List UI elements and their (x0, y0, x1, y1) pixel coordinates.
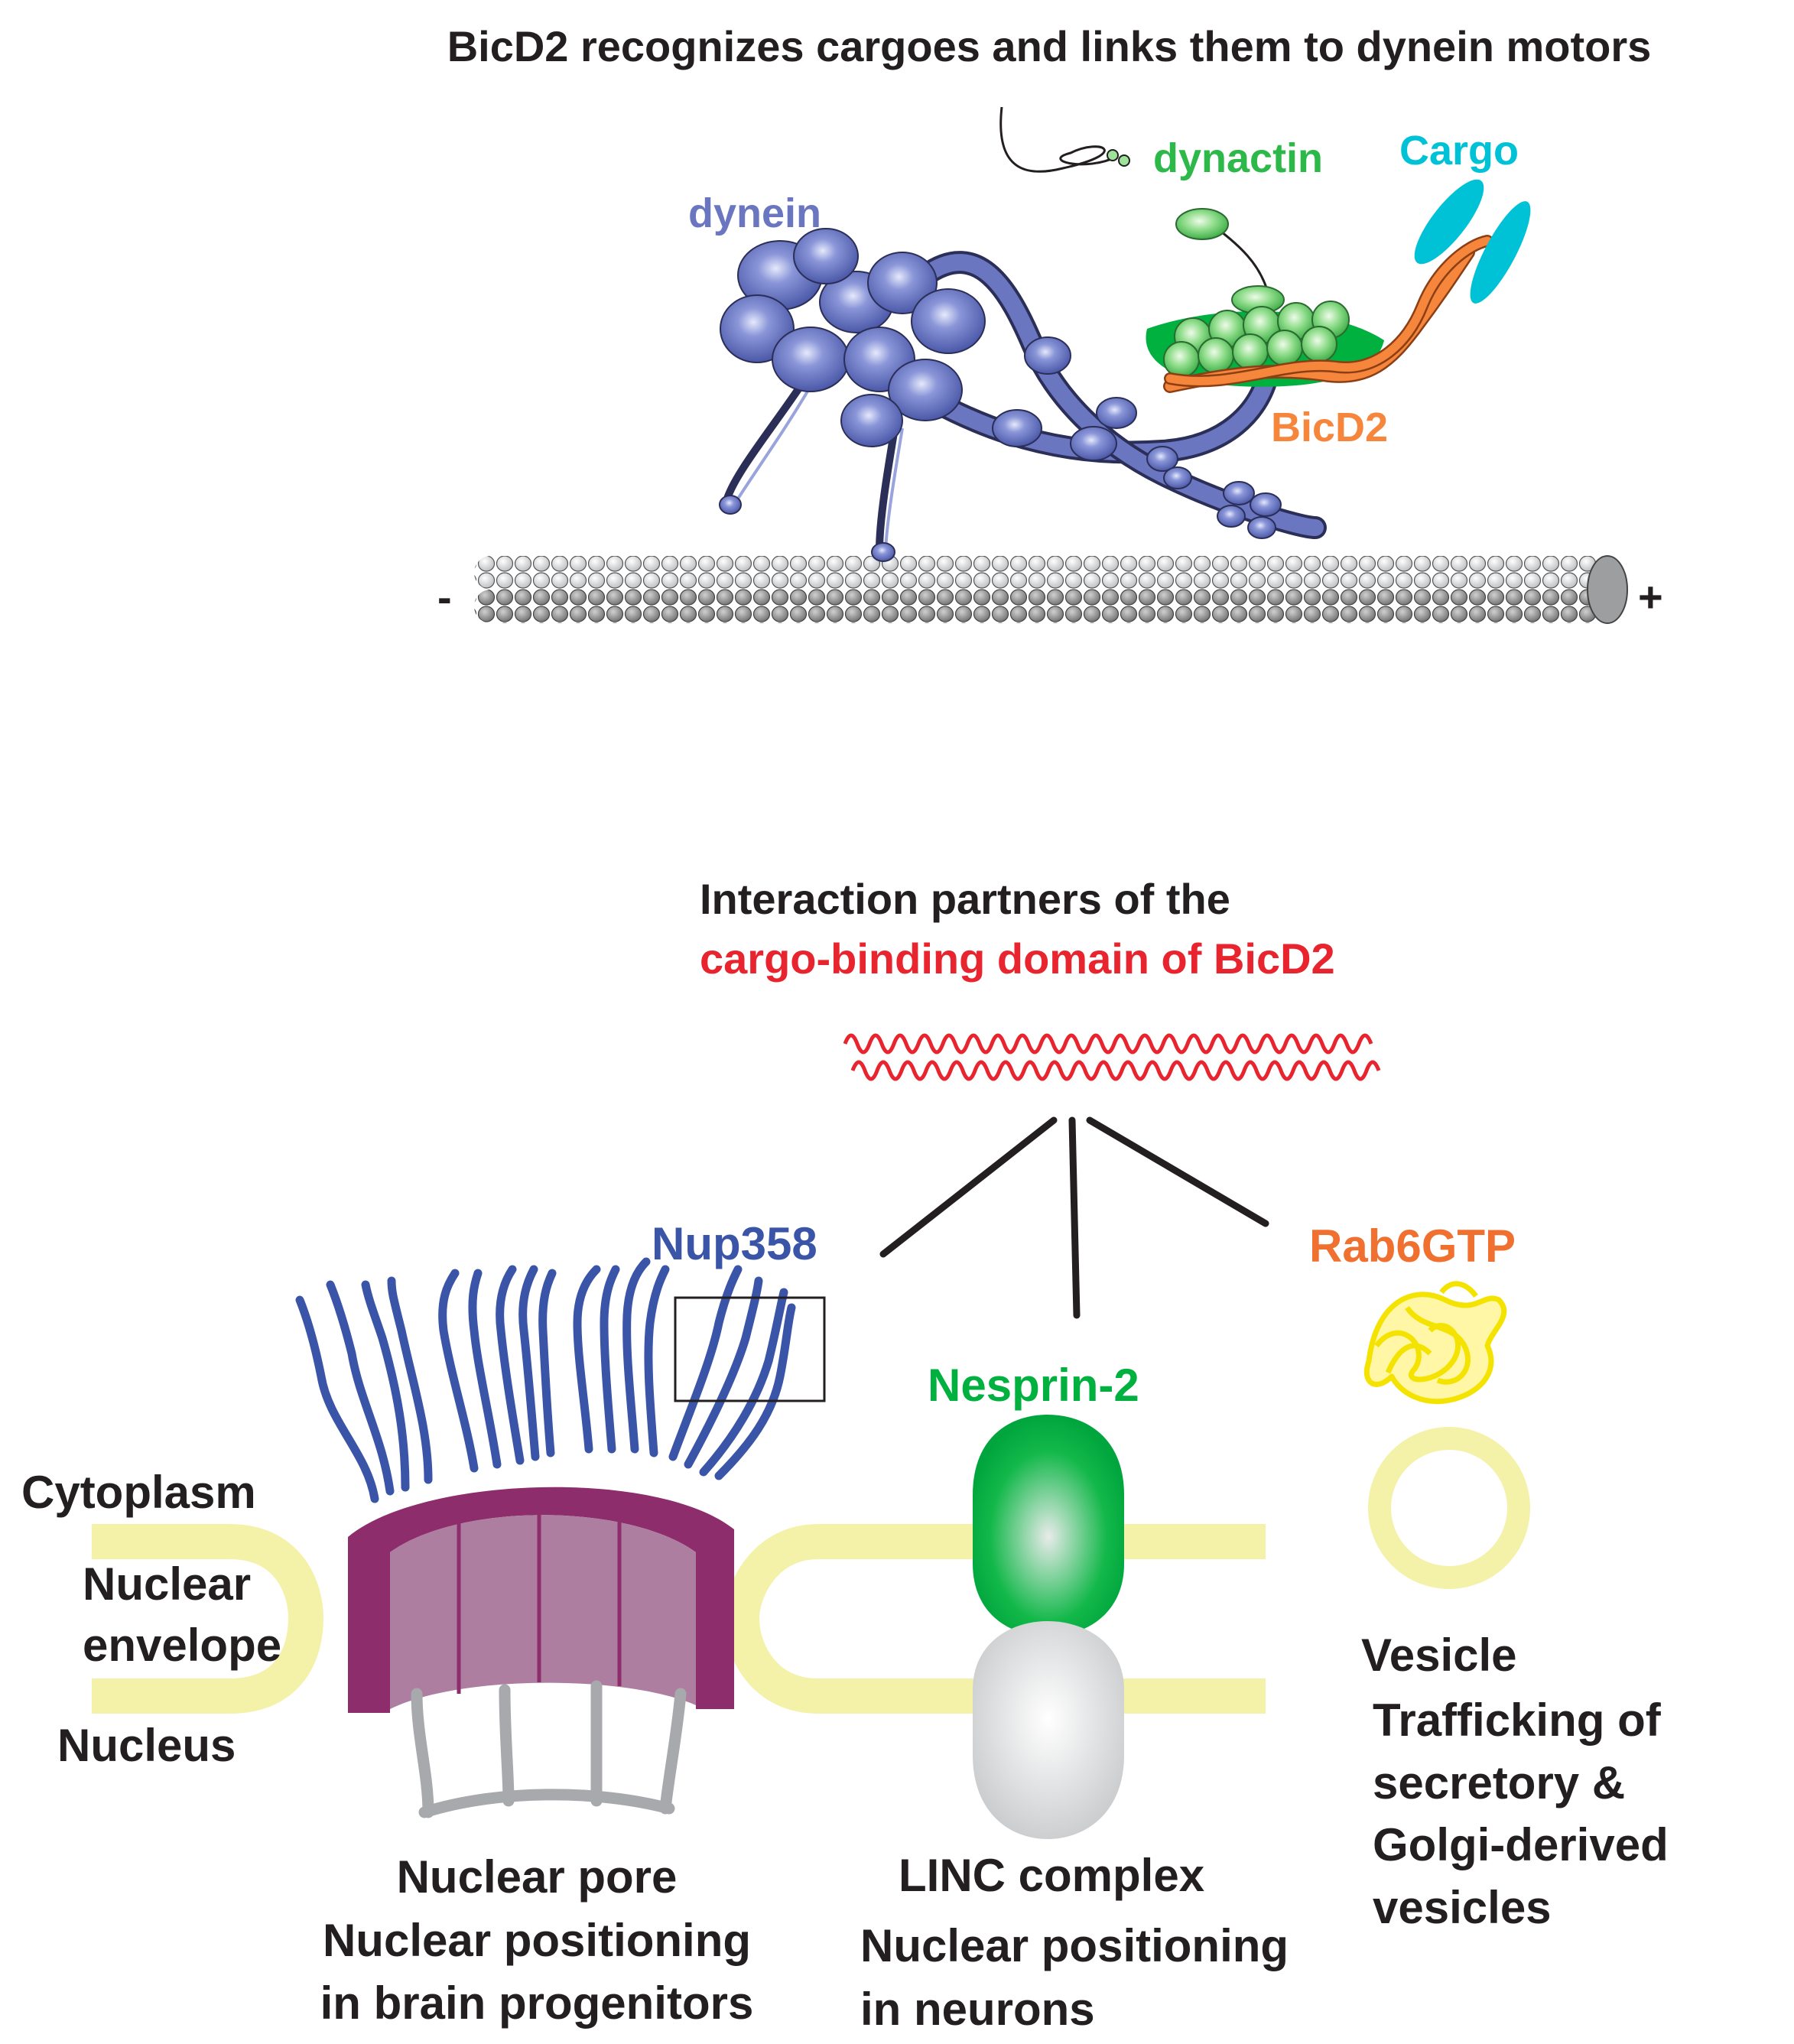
dynein-label: dynein (688, 190, 821, 236)
vesicle (1368, 1427, 1530, 1589)
linc-caption-line3: in neurons (860, 1984, 1095, 2035)
nup358-highlight-box (674, 1296, 826, 1402)
vesicle-title: Vesicle (1361, 1630, 1517, 1681)
linc-caption-line1: LINC complex (899, 1850, 1204, 1901)
dynactin-label: dynactin (1153, 135, 1323, 181)
partner-connectors (879, 1116, 1269, 1319)
pore-caption-line2: Nuclear positioning (323, 1915, 751, 1966)
vesicle-caption-line3: Golgi-derived (1373, 1819, 1669, 1870)
rab6gtp-label: Rab6GTP (1309, 1220, 1516, 1272)
nuclear-envelope (92, 1524, 1266, 1714)
interaction-heading-line1: Interaction partners of the (700, 875, 1230, 923)
pore-caption-line1: Nuclear pore (397, 1851, 678, 1903)
plus-end-label: + (1638, 573, 1663, 621)
microtubule (474, 555, 1628, 624)
nesprin2-label: Nesprin-2 (928, 1360, 1139, 1411)
nup358-label: Nup358 (652, 1218, 817, 1269)
linc-complex (973, 1415, 1124, 1839)
nuclear-envelope-label-line1: Nuclear (83, 1558, 251, 1610)
vesicle-caption-line1: Trafficking of (1373, 1695, 1662, 1746)
vesicle-caption-line2: secretory & (1373, 1757, 1625, 1808)
bicd2-cargo-binding-domain (843, 1033, 1381, 1081)
cargo-label: Cargo (1399, 128, 1519, 174)
cytoplasm-label: Cytoplasm (21, 1467, 256, 1518)
nucleus-label: Nucleus (57, 1720, 236, 1771)
bicd2-label: BicD2 (1271, 405, 1388, 450)
nup358-filaments (295, 1257, 796, 1503)
top-title: BicD2 recognizes cargoes and links them … (447, 22, 1652, 70)
bicd2-coiled-coil (1163, 235, 1493, 393)
dynein-motor (719, 228, 1327, 562)
vesicle-caption-line4: vesicles (1373, 1882, 1552, 1933)
linc-caption-line2: Nuclear positioning (860, 1920, 1289, 1971)
cargo-shape (1414, 179, 1531, 304)
minus-end-label: - (437, 573, 452, 621)
pore-caption-line3: in brain progenitors (320, 1977, 754, 2029)
interaction-heading-line2: cargo-binding domain of BicD2 (700, 934, 1335, 983)
rab6gtp-structure (1363, 1281, 1507, 1405)
nuclear-envelope-label-line2: envelope (83, 1620, 281, 1671)
nuclear-pore-complex (348, 1487, 734, 1818)
